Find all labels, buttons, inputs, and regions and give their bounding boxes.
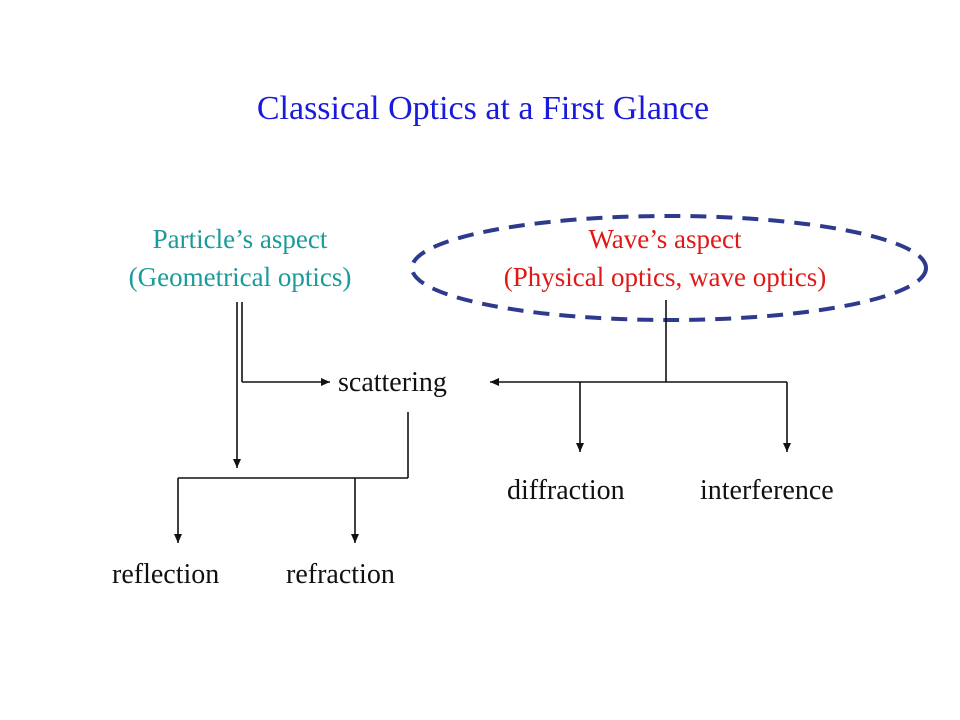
scattering-node: scattering [338,367,447,398]
interference-node: interference [700,475,834,506]
slide-title: Classical Optics at a First Glance [256,90,710,127]
refraction-node: refraction [286,559,395,590]
wave-aspect-sublabel: (Physical optics, wave optics) [503,262,827,292]
wave-aspect-label: Wave’s aspect [588,224,742,254]
reflection-node: reflection [112,559,220,590]
diffraction-node: diffraction [507,475,625,506]
wave-aspect-highlight-ellipse [410,214,928,322]
particle-aspect-sublabel: (Geometrical optics) [128,262,352,292]
particle-aspect-label: Particle’s aspect [152,224,328,254]
